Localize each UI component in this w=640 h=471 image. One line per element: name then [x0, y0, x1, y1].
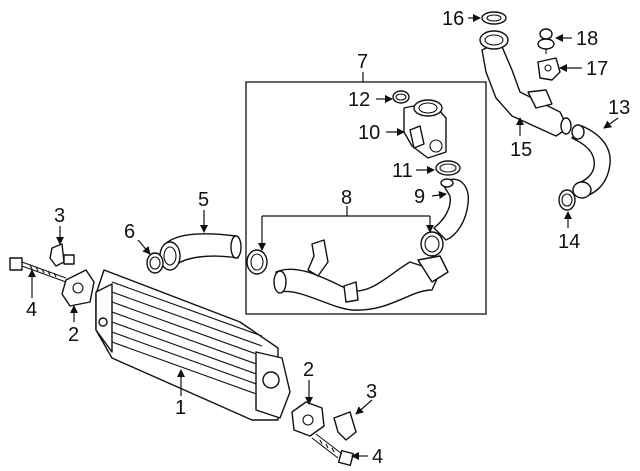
- o-ring-14: [558, 189, 576, 211]
- callout-15: 15: [510, 139, 532, 161]
- callout-17: 17: [586, 58, 608, 80]
- air-pipe-15: [481, 41, 572, 137]
- callout-9: 9: [414, 186, 425, 208]
- intake-hose: [159, 233, 242, 271]
- callout-5: 5: [198, 189, 209, 211]
- o-ring-6: [146, 252, 164, 274]
- callout-11: 11: [392, 160, 413, 182]
- callout-8: 8: [341, 187, 352, 209]
- callout-18: 18: [576, 28, 598, 50]
- leader-3b: [355, 399, 373, 415]
- throttle-body: [403, 99, 447, 159]
- seal-12: [392, 90, 410, 104]
- gasket-16: [481, 11, 507, 25]
- callout-10: 10: [358, 122, 380, 144]
- callout-1: 1: [175, 397, 186, 419]
- callout-6: 6: [124, 221, 135, 243]
- hose-13: [571, 124, 611, 199]
- bracket-17: [537, 57, 561, 81]
- hose-clamp-right: [420, 231, 444, 257]
- clip-lower: [333, 411, 357, 441]
- callout-2: 2: [303, 359, 314, 381]
- leader-8: [262, 206, 430, 217]
- bolt-18: [537, 28, 555, 54]
- callout-3: 3: [54, 205, 65, 227]
- leader-9: [431, 191, 447, 199]
- leader-6: [137, 239, 151, 255]
- mount-bracket-left: [61, 269, 95, 307]
- bolt-upper: [9, 257, 67, 283]
- short-hose: [433, 178, 469, 241]
- mount-bracket-right: [291, 401, 325, 437]
- callout-4: 4: [372, 446, 383, 468]
- callout-13: 13: [608, 97, 630, 119]
- callout-16: 16: [442, 8, 464, 30]
- callout-3: 3: [366, 381, 377, 403]
- callout-2: 2: [68, 324, 79, 346]
- callout-14: 14: [558, 231, 580, 253]
- clip-upper: [49, 243, 75, 267]
- assembly-group-box: [245, 81, 487, 315]
- callout-7: 7: [357, 51, 368, 73]
- seal-11: [435, 160, 461, 176]
- leader-13: [603, 117, 619, 129]
- pipe-inlet: [479, 30, 509, 50]
- outlet-pipe: [273, 239, 449, 311]
- hose-clamp-left: [246, 249, 268, 275]
- callout-4: 4: [26, 299, 37, 321]
- callout-12: 12: [348, 89, 370, 111]
- intercooler: [95, 269, 291, 421]
